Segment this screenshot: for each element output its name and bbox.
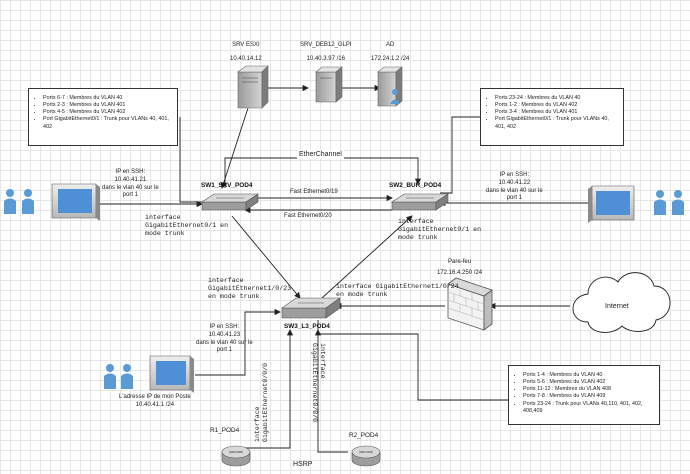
link-note-sw1 <box>179 117 202 203</box>
link-r1-sw3 <box>242 329 294 449</box>
server-ad-icon <box>377 66 403 107</box>
etherchannel-label: EtherChannel <box>297 150 344 160</box>
hsrp-label: HSRP <box>293 461 313 468</box>
switch-sw2-icon <box>391 193 449 211</box>
switch-sw1-icon <box>201 193 259 211</box>
r1-name: R1_POD4 <box>210 427 240 434</box>
internet-label: Internet <box>605 303 629 310</box>
link-note-sw2 <box>440 116 480 194</box>
sw1-name: SW1_SRV_POD4 <box>201 182 253 189</box>
router-r2-icon <box>351 445 381 467</box>
server-esxi-icon <box>237 65 269 109</box>
link-note-sw3 <box>317 320 508 401</box>
link-pc-bottom-sw3 <box>195 308 281 376</box>
link-sw3-sw2 <box>321 215 413 299</box>
note-sw3-vlans: Ports 1-4 : Membres du VLAN 40 Ports 5-6… <box>508 365 660 425</box>
workstation-right-icon <box>588 185 684 223</box>
sw3-name: SW3_L3_POD4 <box>284 323 330 330</box>
r2-name: R2_POD4 <box>349 432 379 439</box>
note-sw1-vlans: Ports 6-7 : Membres du VLAN 40 Ports 2-3… <box>28 88 178 146</box>
fe20-label: Fast Ethernet0/20 <box>284 213 332 219</box>
fe19-label: Fast Ethernet0/19 <box>290 189 338 195</box>
link-esxi-sw1 <box>220 107 249 189</box>
workstation-left-icon <box>4 183 100 221</box>
sw2-name: SW2_BUR_POD4 <box>389 182 442 189</box>
note-sw2-vlans: Ports 23-24 : Membres du VLAN 40 Ports 1… <box>480 88 624 146</box>
switch-sw3-icon <box>281 297 341 319</box>
server-glpi-icon <box>315 66 343 103</box>
router-r1-icon <box>221 445 251 467</box>
internet-cloud <box>572 272 671 333</box>
firewall-icon <box>447 277 493 331</box>
workstation-bottom-icon <box>104 355 194 393</box>
link-sw1-sw3 <box>231 215 301 299</box>
link-r2-sw3 <box>314 329 348 453</box>
